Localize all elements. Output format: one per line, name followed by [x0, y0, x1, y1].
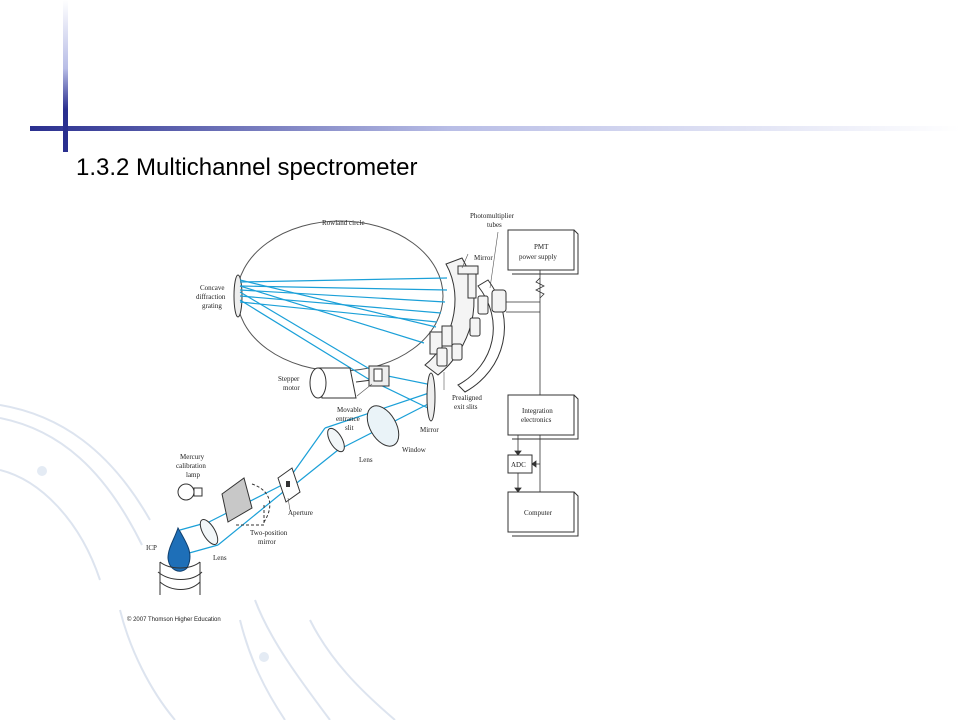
swoosh-dot-bottom — [259, 652, 269, 662]
mirror-lower — [426, 372, 436, 422]
label-mercury-1: Mercury — [180, 453, 205, 461]
two-position-mirror — [221, 477, 271, 526]
swoosh-dot-left — [37, 466, 47, 476]
label-mirror-top: Mirror — [474, 254, 493, 262]
label-aperture: Aperture — [288, 509, 313, 517]
label-grating-3: grating — [202, 302, 222, 310]
label-grating-1: Concave — [200, 284, 225, 292]
pmt-power-supply-box — [507, 229, 579, 275]
label-pmt-1: PMT — [534, 243, 549, 251]
stepper-motor — [309, 367, 373, 399]
label-integration-1: Integration — [522, 407, 553, 415]
label-mirror-lower: Mirror — [420, 426, 439, 434]
movable-entrance-slit — [368, 365, 390, 387]
lens-upper — [327, 427, 345, 453]
computer-box — [507, 491, 579, 537]
window-optic — [366, 405, 400, 447]
label-prealigned-2: exit slits — [454, 403, 478, 411]
label-stepper-1: Stepper — [278, 375, 300, 383]
label-lens-lower: Lens — [213, 554, 227, 562]
label-icp: ICP — [146, 544, 157, 552]
signal-connections — [514, 435, 541, 493]
integration-electronics-box — [507, 394, 579, 440]
label-mercury-3: lamp — [186, 471, 200, 479]
label-window: Window — [402, 446, 427, 454]
accent-bar-vertical — [63, 0, 68, 152]
label-stepper-2: motor — [283, 384, 300, 392]
label-movable-2: entrance — [336, 415, 360, 423]
label-adc: ADC — [511, 461, 526, 469]
label-photomultiplier-1: Photomultiplier — [470, 212, 515, 220]
label-computer: Computer — [524, 509, 553, 517]
label-rowland-circle: Rowland circle — [322, 219, 365, 227]
label-photomultiplier-2: tubes — [487, 221, 502, 229]
leader-lines — [287, 231, 499, 511]
light-beams — [179, 277, 448, 556]
mercury-lamp — [177, 483, 203, 501]
slide-title: 1.3.2 Multichannel spectrometer — [76, 154, 418, 181]
copyright-notice: © 2007 Thomson Higher Education — [127, 616, 221, 623]
label-integration-2: electronics — [521, 416, 552, 424]
label-mercury-2: calibration — [176, 462, 206, 470]
exit-slit-wiring — [506, 270, 545, 395]
background-swooshes — [0, 404, 396, 720]
label-grating-2: diffraction — [196, 293, 226, 301]
aperture — [277, 467, 301, 503]
label-movable-3: slit — [345, 424, 354, 432]
icp-torch — [157, 526, 203, 595]
lens-lower — [199, 519, 219, 545]
label-lens-upper: Lens — [359, 456, 373, 464]
accent-bar-horizontal — [30, 126, 960, 131]
label-prealigned-1: Prealigned — [452, 394, 482, 402]
label-two-position-1: Two-position — [250, 529, 288, 537]
label-movable-1: Movable — [337, 406, 362, 414]
label-two-position-2: mirror — [258, 538, 277, 546]
exit-slit-assembly — [424, 257, 507, 393]
label-pmt-2: power supply — [519, 253, 557, 261]
